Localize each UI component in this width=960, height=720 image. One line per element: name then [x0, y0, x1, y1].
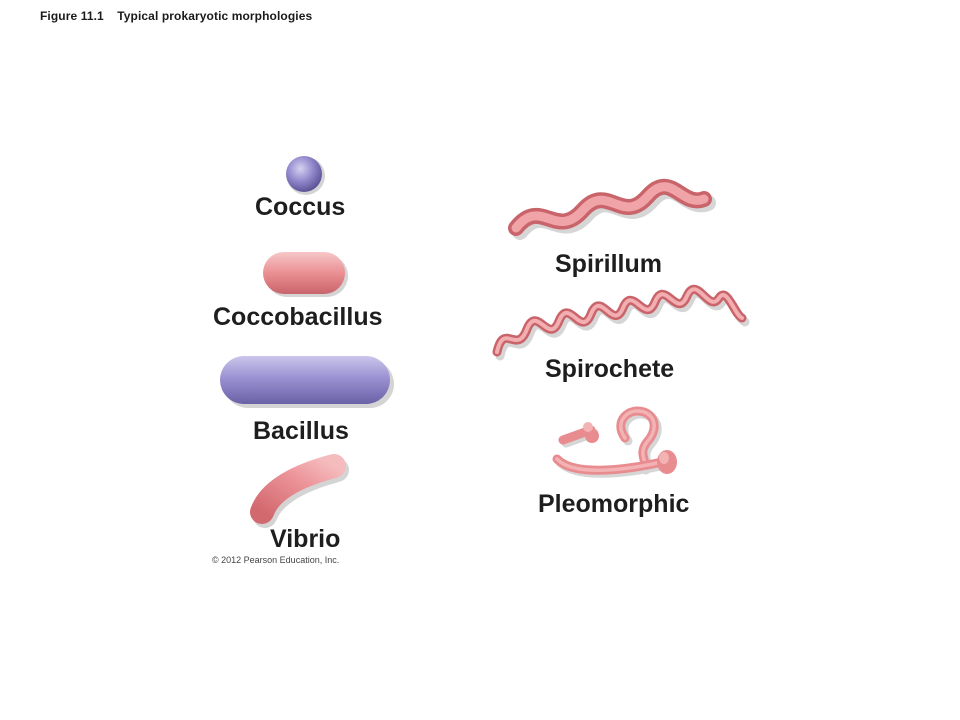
- spirochete-cell: [492, 284, 750, 361]
- figure-title: Figure 11.1 Typical prokaryotic morpholo…: [40, 9, 312, 23]
- label-coccobacillus: Coccobacillus: [213, 303, 383, 331]
- label-bacillus: Bacillus: [253, 417, 349, 445]
- spirillum-cell: [508, 178, 716, 240]
- label-spirochete: Spirochete: [545, 355, 675, 383]
- pleomorphic-cells: [552, 406, 677, 478]
- figure-caption: Typical prokaryotic morphologies: [117, 9, 313, 23]
- label-coccus: Coccus: [255, 193, 346, 221]
- label-vibrio: Vibrio: [270, 525, 341, 553]
- bacillus-cell: [220, 356, 394, 408]
- vibrio-cell: [250, 454, 349, 528]
- label-spirillum: Spirillum: [555, 250, 662, 278]
- copyright-notice: © 2012 Pearson Education, Inc.: [212, 555, 340, 565]
- coccus-cell: [286, 156, 325, 195]
- figure-number: Figure 11.1: [40, 9, 104, 23]
- label-pleomorphic: Pleomorphic: [538, 490, 690, 518]
- coccobacillus-cell: [263, 252, 348, 297]
